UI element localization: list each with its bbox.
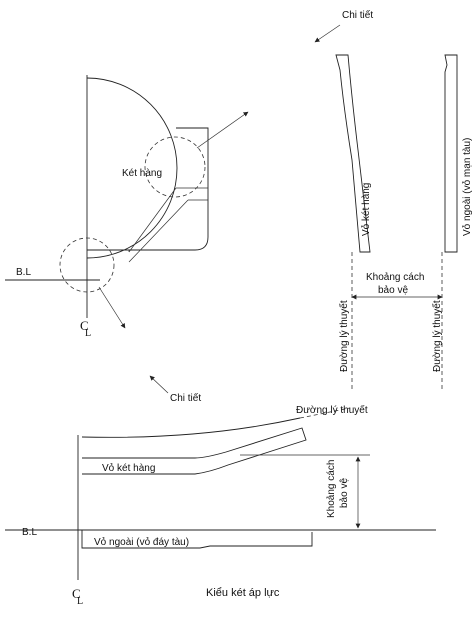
arrow-chi-tiet-top bbox=[314, 24, 341, 43]
tank-section-view: Két hàng B.L Chi tiết C L bbox=[5, 9, 373, 339]
inner-hull-bracket bbox=[128, 187, 208, 263]
bottom-detail-view: Chi tiết Đường lý thuyết Vỏ két hàng Kho… bbox=[5, 375, 436, 607]
hull-outline bbox=[87, 127, 209, 251]
outer-hull-plate bbox=[444, 54, 458, 253]
label-vo-ket-hang-vertical: Vỏ két hàng bbox=[360, 183, 372, 236]
cl-symbol-bottom-l: L bbox=[77, 596, 83, 607]
tank-shell-plate-horizontal bbox=[82, 427, 307, 475]
cl-symbol-top-l: L bbox=[85, 328, 91, 339]
label-khoang-cach-1: Khoảng cách bbox=[366, 272, 424, 283]
label-duong-ly-thuyet-left: Đường lý thuyết bbox=[338, 300, 350, 372]
cl-symbol-bottom: C bbox=[72, 586, 81, 601]
theory-curve bbox=[81, 417, 301, 438]
cl-symbol-top: C bbox=[80, 318, 89, 333]
label-khoang-cach-2: bảo vệ bbox=[378, 285, 408, 296]
detail-circle-bottom bbox=[59, 237, 115, 293]
label-vo-ngoai-horizontal: Vỏ ngoài (vỏ đáy tàu) bbox=[94, 536, 189, 548]
label-khoang-cach-vertical-1: Khoảng cách bbox=[326, 460, 337, 518]
label-bl-top: B.L bbox=[16, 267, 31, 278]
cargo-tank-shell bbox=[86, 77, 178, 259]
label-bl-bottom: B.L bbox=[22, 527, 37, 538]
label-chi-tiet-top: Chi tiết bbox=[342, 9, 373, 21]
tank-shell-plate bbox=[335, 54, 371, 253]
label-duong-ly-thuyet-horizontal: Đường lý thuyết bbox=[296, 404, 368, 416]
side-detail-view: Vỏ két hàng Vỏ ngoài (vỏ mạn tàu) Khoảng… bbox=[335, 54, 473, 392]
caption-kieu-ket-ap-luc: Kiểu két áp lực bbox=[206, 587, 280, 599]
theory-curve-dashed bbox=[299, 407, 351, 419]
label-vo-ket-hang-horizontal: Vỏ két hàng bbox=[102, 462, 155, 474]
arrow-chi-tiet-mid bbox=[149, 375, 169, 394]
label-khoang-cach-vertical-2: bảo vệ bbox=[339, 478, 350, 508]
detail-circle-side bbox=[144, 136, 206, 198]
outer-hull-plate-horizontal bbox=[81, 530, 313, 549]
label-ket-hang: Két hàng bbox=[122, 168, 162, 179]
arrow-to-bottom-detail bbox=[98, 286, 126, 329]
arrow-to-side-detail bbox=[196, 111, 249, 149]
label-duong-ly-thuyet-right: Đường lý thuyết bbox=[431, 300, 443, 372]
label-chi-tiet-mid: Chi tiết bbox=[170, 392, 201, 404]
label-vo-ngoai-vertical: Vỏ ngoài (vỏ mạn tàu) bbox=[461, 138, 473, 236]
